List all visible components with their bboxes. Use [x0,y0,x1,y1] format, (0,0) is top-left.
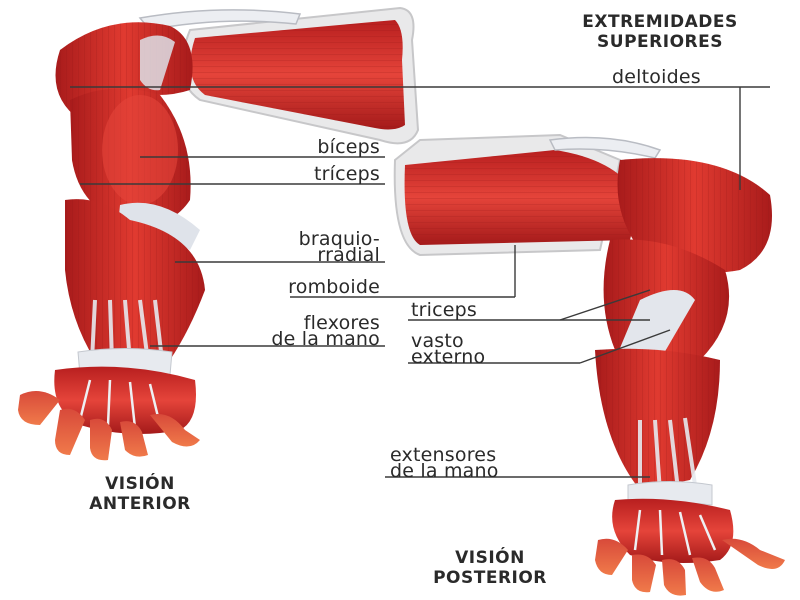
label-braquio-line2: rradial [230,244,380,266]
caption-anterior-line2: ANTERIOR [40,494,240,514]
title-line-2: SUPERIORES [540,32,780,52]
label-flexores-line2: de la mano [200,328,380,350]
caption-posterior: VISIÓN POSTERIOR [390,548,590,588]
label-deltoides: deltoides [612,66,701,88]
title-line-1: EXTREMIDADES [540,12,780,32]
label-romboide: romboide [240,276,380,298]
label-triceps-back: triceps [411,299,477,321]
label-vasto-line2: externo [411,346,485,368]
caption-anterior: VISIÓN ANTERIOR [40,474,240,514]
label-triceps-front: tríceps [260,163,380,185]
label-extensores-line2: de la mano [390,460,499,482]
caption-posterior-line2: POSTERIOR [390,568,590,588]
label-biceps: bíceps [260,136,380,158]
caption-posterior-line1: VISIÓN [390,548,590,568]
caption-anterior-line1: VISIÓN [40,474,240,494]
page-title: EXTREMIDADES SUPERIORES [540,12,780,52]
